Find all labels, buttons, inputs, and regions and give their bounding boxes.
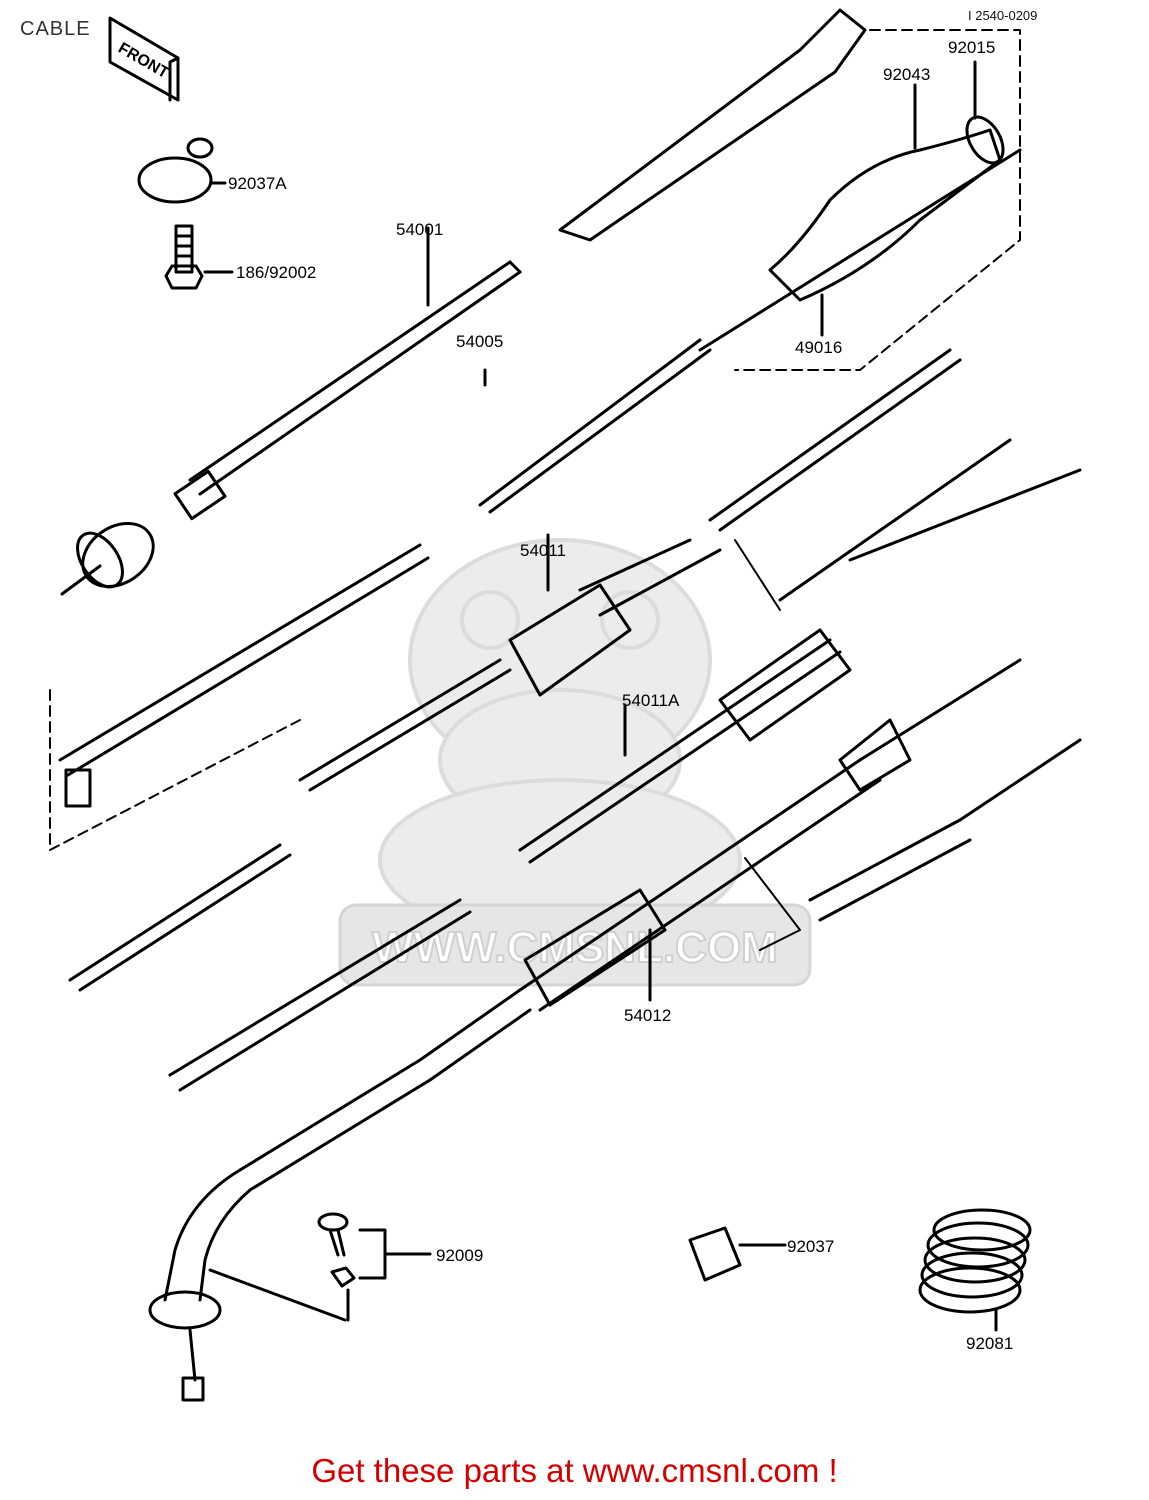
label-54011a: 54011A xyxy=(622,691,680,710)
label-92037: 92037 xyxy=(787,1237,835,1256)
front-tag xyxy=(108,16,180,102)
label-49016: 49016 xyxy=(795,338,843,357)
cable-54012 xyxy=(148,658,1082,1402)
bolt-186-92002 xyxy=(164,224,234,290)
cable-54011a xyxy=(518,348,1082,864)
front-tag-text: FRONT xyxy=(115,40,171,82)
clip-92037 xyxy=(688,1226,787,1282)
cable-54011 xyxy=(49,533,722,992)
label-186-92002: 186/92002 xyxy=(236,263,317,282)
label-54001: 54001 xyxy=(396,220,444,239)
spring-92081 xyxy=(918,1208,1032,1332)
screw-92009 xyxy=(208,1212,432,1322)
label-92037a: 92037A xyxy=(228,174,287,193)
cable-54005 xyxy=(478,8,1022,514)
label-92081: 92081 xyxy=(966,1334,1014,1353)
diagram-code: I 2540-0209 xyxy=(968,8,1038,23)
label-92043: 92043 xyxy=(883,65,931,84)
label-54012: 54012 xyxy=(624,1006,672,1025)
footer-link-text[interactable]: Get these parts at www.cmsnl.com ! xyxy=(311,1452,838,1489)
cable-54001 xyxy=(60,226,522,596)
clamp-92037a xyxy=(137,137,227,204)
label-54005: 54005 xyxy=(456,332,504,351)
label-54011: 54011 xyxy=(520,541,567,560)
label-92009: 92009 xyxy=(436,1246,484,1265)
diagram-title: CABLE xyxy=(20,18,91,40)
label-92015: 92015 xyxy=(948,38,996,57)
